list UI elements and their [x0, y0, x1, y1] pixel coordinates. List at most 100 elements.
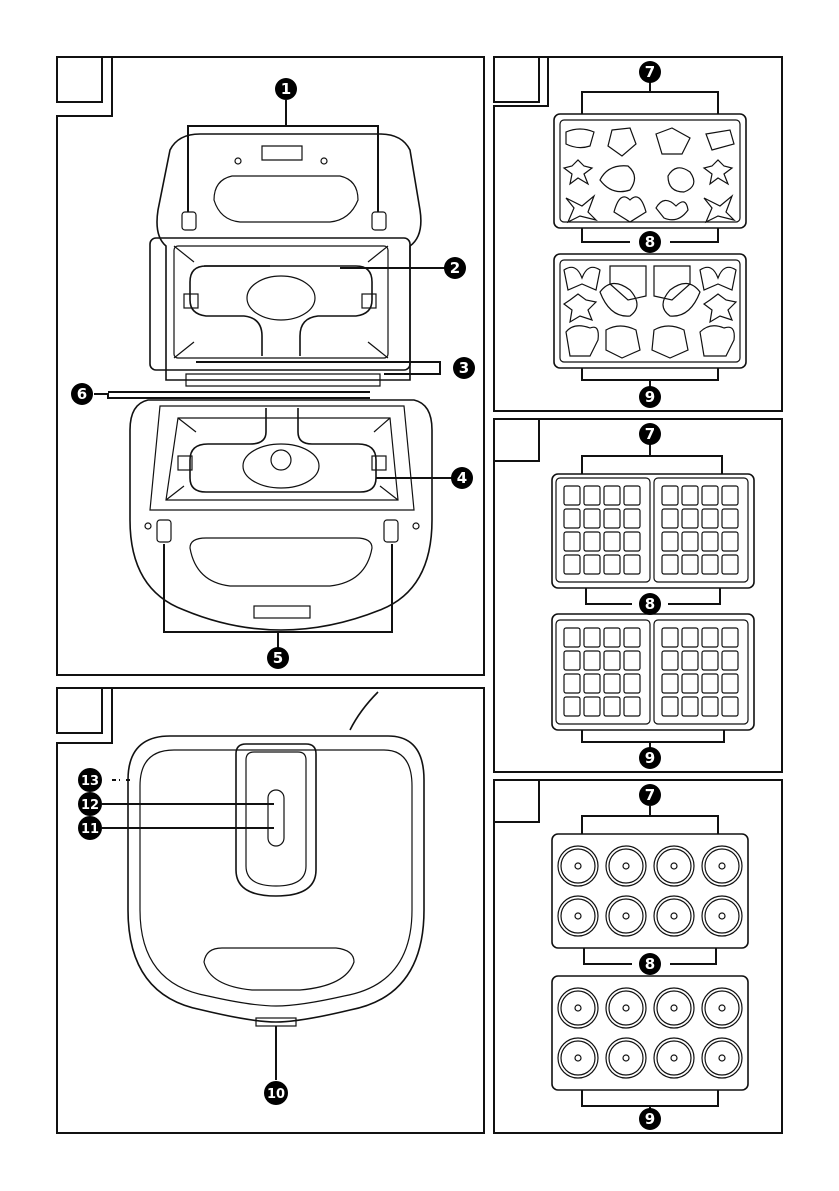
- donut-cavity-inner: [561, 991, 595, 1025]
- waffle-cell: [702, 486, 718, 505]
- donut-plate-bottom: [552, 976, 748, 1090]
- waffle-cell: [662, 555, 678, 574]
- waffle-half: [654, 478, 748, 582]
- donut-cavity-inner: [705, 1041, 739, 1075]
- donut-hole: [671, 1055, 677, 1061]
- donut-hole: [575, 863, 581, 869]
- donut-cavity-inner: [657, 899, 691, 933]
- waffle-half: [654, 620, 748, 724]
- waffle-cell: [722, 628, 738, 647]
- svg-text:7: 7: [645, 786, 655, 804]
- waffle-cell: [624, 674, 640, 693]
- donut-cavity-inner: [657, 1041, 691, 1075]
- waffle-plate-top: [552, 474, 754, 588]
- donut-cavity-inner: [705, 991, 739, 1025]
- panel-number-box-e: [494, 780, 539, 822]
- svg-text:9: 9: [645, 388, 655, 406]
- waffle-cell: [584, 651, 600, 670]
- donut-hole: [623, 1005, 629, 1011]
- heating-element-upper-right: [204, 266, 372, 356]
- waffle-cell: [702, 532, 718, 551]
- waffle-plate-bottom: [552, 614, 754, 730]
- donut-cavity-inner: [657, 849, 691, 883]
- waffle-cell: [584, 486, 600, 505]
- waffle-cell: [624, 555, 640, 574]
- waffle-cell: [604, 555, 620, 574]
- waffle-grid-top: [556, 478, 748, 582]
- svg-text:11: 11: [81, 822, 99, 837]
- waffle-cell: [722, 509, 738, 528]
- callout-4: 4: [451, 467, 473, 489]
- waffle-cell: [604, 651, 620, 670]
- waffle-cell: [564, 628, 580, 647]
- svg-text:4: 4: [457, 469, 467, 487]
- panel-number-box-d: [494, 419, 539, 461]
- callout-8-waffle: 8: [639, 593, 661, 615]
- waffle-cell: [702, 509, 718, 528]
- waffle-cell: [584, 628, 600, 647]
- waffle-cell: [624, 486, 640, 505]
- upper-lid-outline: [157, 134, 421, 380]
- panel-donut-plates: [494, 780, 782, 1133]
- svg-text:9: 9: [645, 1110, 655, 1128]
- donut-hole: [719, 913, 725, 919]
- waffle-cell: [604, 509, 620, 528]
- callout-5: 5: [267, 647, 289, 669]
- waffle-cell: [624, 532, 640, 551]
- shape-cavities-bottom: [564, 266, 736, 358]
- waffle-cell: [682, 486, 698, 505]
- waffle-half: [556, 620, 650, 724]
- waffle-grid-bottom: [556, 620, 748, 724]
- donut-hole: [671, 1005, 677, 1011]
- waffle-cell: [682, 674, 698, 693]
- waffle-cell: [722, 697, 738, 716]
- waffle-cell: [662, 509, 678, 528]
- svg-text:3: 3: [459, 359, 469, 377]
- grip-recess: [204, 948, 354, 990]
- rating-plate: [268, 790, 284, 846]
- waffle-cell: [722, 651, 738, 670]
- panel-open-appliance: [57, 57, 484, 675]
- donut-hole: [671, 913, 677, 919]
- svg-text:12: 12: [81, 798, 99, 813]
- svg-text:2: 2: [450, 259, 460, 277]
- waffle-cell: [584, 555, 600, 574]
- panel-number-box-a: [57, 57, 102, 102]
- lower-handle-recess: [190, 538, 372, 586]
- waffle-cell: [682, 697, 698, 716]
- upper-lid-clip: [262, 146, 302, 160]
- panel-number-box-b: [57, 688, 102, 733]
- svg-text:9: 9: [645, 749, 655, 767]
- svg-text:8: 8: [645, 595, 655, 613]
- donut-hole: [719, 1055, 725, 1061]
- waffle-cell: [722, 674, 738, 693]
- waffle-cell: [662, 532, 678, 551]
- callout-8-shapes: 8: [639, 231, 661, 253]
- lower-clip: [254, 606, 310, 618]
- donut-cavity: [606, 896, 646, 936]
- callout-1: 1: [275, 78, 297, 100]
- donut-hole: [719, 863, 725, 869]
- base-bottom-outline: [128, 736, 424, 1022]
- waffle-cell: [624, 697, 640, 716]
- foot-left: [157, 520, 171, 542]
- upper-handle-recess: [214, 176, 358, 222]
- waffle-cell: [702, 651, 718, 670]
- svg-text:7: 7: [645, 63, 655, 81]
- waffle-cell: [564, 555, 580, 574]
- callout-9-shapes: 9: [639, 386, 661, 408]
- donut-cavity: [558, 846, 598, 886]
- callout-11: 11: [78, 816, 102, 840]
- waffle-cell: [584, 509, 600, 528]
- callout-7-shapes: 7: [639, 61, 661, 83]
- waffle-cell: [584, 674, 600, 693]
- callout-9-donut: 9: [639, 1108, 661, 1130]
- svg-text:1: 1: [281, 80, 291, 98]
- callout-10: 10: [264, 1081, 288, 1105]
- callout-6: 6: [71, 383, 93, 405]
- donut-cavity-inner: [561, 1041, 595, 1075]
- donut-cavity-inner: [561, 849, 595, 883]
- callout-3: 3: [453, 357, 475, 379]
- waffle-cell: [604, 486, 620, 505]
- donut-cavity-inner: [609, 849, 643, 883]
